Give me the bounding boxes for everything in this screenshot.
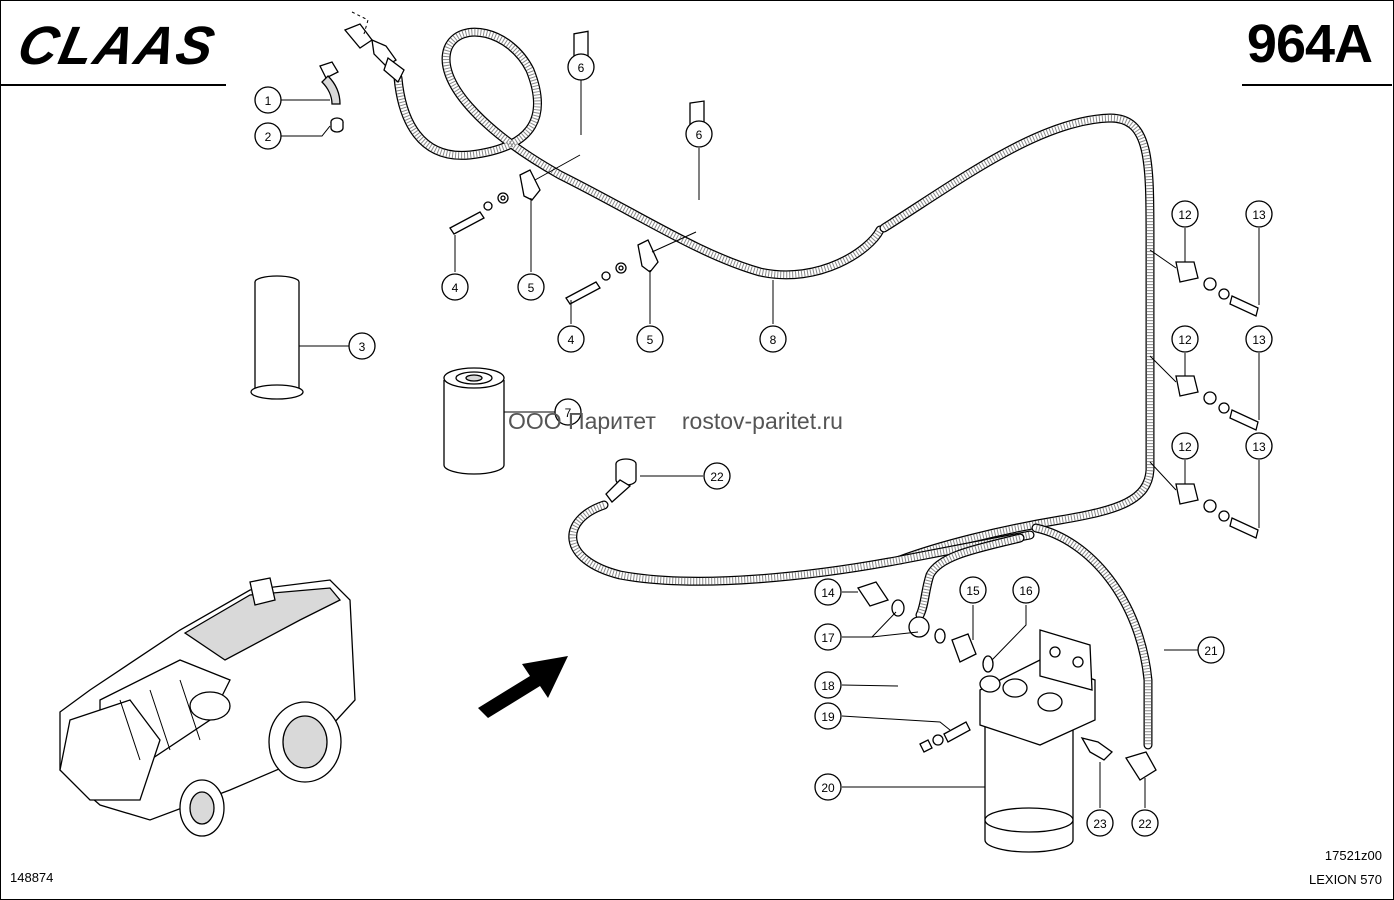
callout-4: 4 xyxy=(557,325,585,353)
callout-label: 5 xyxy=(528,281,535,295)
claas-logo: CLAAS xyxy=(14,16,222,76)
watermark: ООО Паритет rostov-paritet.ru xyxy=(508,408,869,435)
callout-label: 22 xyxy=(710,470,724,484)
callout-17: 17 xyxy=(814,623,842,651)
callout-13: 13 xyxy=(1245,200,1273,228)
callout-label: 3 xyxy=(359,340,366,354)
fuel-filter-housing xyxy=(979,629,1157,853)
combine-harvester-illustration xyxy=(59,577,356,837)
doc-number: 964A xyxy=(1246,14,1373,74)
hose-end-fitting xyxy=(343,11,405,84)
callout-label: 16 xyxy=(1019,584,1033,598)
callout-label: 18 xyxy=(821,679,835,693)
callout-3: 3 xyxy=(348,332,376,360)
callout-label: 22 xyxy=(1138,817,1152,831)
filter-sleeve xyxy=(250,275,304,400)
callout-13: 13 xyxy=(1245,432,1273,460)
callout-12: 12 xyxy=(1171,325,1199,353)
callout-label: 12 xyxy=(1178,440,1192,454)
callout-label: 14 xyxy=(821,586,835,600)
view-direction-arrow xyxy=(478,656,568,718)
watermark-company: ООО Паритет xyxy=(508,408,656,434)
callout-2: 2 xyxy=(254,122,282,150)
callout-label: 5 xyxy=(647,333,654,347)
callout-15: 15 xyxy=(959,576,987,604)
clamp-set-2 xyxy=(565,100,705,305)
header-rule-right xyxy=(1242,84,1392,86)
callout-label: 4 xyxy=(568,333,575,347)
callout-1: 1 xyxy=(254,86,282,114)
header-rule-left xyxy=(0,84,226,86)
model-name: LEXION 570 xyxy=(1309,872,1382,887)
callout-16: 16 xyxy=(1012,576,1040,604)
callout-12: 12 xyxy=(1171,200,1199,228)
callout-label: 13 xyxy=(1252,440,1266,454)
callout-12: 12 xyxy=(1171,432,1199,460)
callout-label: 23 xyxy=(1093,817,1107,831)
callout-label: 7 xyxy=(565,406,572,420)
callout-22: 22 xyxy=(1131,809,1159,837)
callout-label: 8 xyxy=(770,333,777,347)
callout-4: 4 xyxy=(441,273,469,301)
filter-cartridge xyxy=(443,367,505,475)
clamp-set-right xyxy=(1175,261,1259,539)
callout-label: 15 xyxy=(966,584,980,598)
callout-19: 19 xyxy=(814,702,842,730)
callout-label: 1 xyxy=(265,94,272,108)
brand-logotype: CLAAS xyxy=(14,16,222,76)
callout-6: 6 xyxy=(567,53,595,81)
elbow-fitting-mid xyxy=(605,458,637,503)
elbow-fitting xyxy=(319,61,344,133)
clamp-set-1 xyxy=(449,30,589,235)
watermark-site: rostov-paritet.ru xyxy=(681,408,843,434)
callout-5: 5 xyxy=(517,273,545,301)
drawing-id: 17521z00 xyxy=(1324,848,1382,863)
callout-label: 12 xyxy=(1178,333,1192,347)
callout-5: 5 xyxy=(636,325,664,353)
callout-label: 13 xyxy=(1252,208,1266,222)
callout-label: 12 xyxy=(1178,208,1192,222)
callout-20: 20 xyxy=(814,773,842,801)
callout-7: 7 xyxy=(554,398,582,426)
callout-6: 6 xyxy=(685,120,713,148)
callout-label: 13 xyxy=(1252,333,1266,347)
callout-label: 6 xyxy=(578,61,585,75)
callout-22: 22 xyxy=(703,462,731,490)
image-id: 148874 xyxy=(10,870,54,885)
callout-label: 21 xyxy=(1204,644,1218,658)
callout-label: 2 xyxy=(265,130,272,144)
callout-label: 20 xyxy=(821,781,835,795)
callout-8: 8 xyxy=(759,325,787,353)
hose-lower xyxy=(568,500,1153,750)
callout-label: 6 xyxy=(696,128,703,142)
hose-upper xyxy=(393,27,1155,565)
callout-21: 21 xyxy=(1197,636,1225,664)
leader-lines xyxy=(281,80,1260,808)
callout-label: 4 xyxy=(452,281,459,295)
callout-18: 18 xyxy=(814,671,842,699)
callout-13: 13 xyxy=(1245,325,1273,353)
callout-label: 19 xyxy=(821,710,835,724)
callout-label: 17 xyxy=(821,631,835,645)
callout-23: 23 xyxy=(1086,809,1114,837)
callout-14: 14 xyxy=(814,578,842,606)
